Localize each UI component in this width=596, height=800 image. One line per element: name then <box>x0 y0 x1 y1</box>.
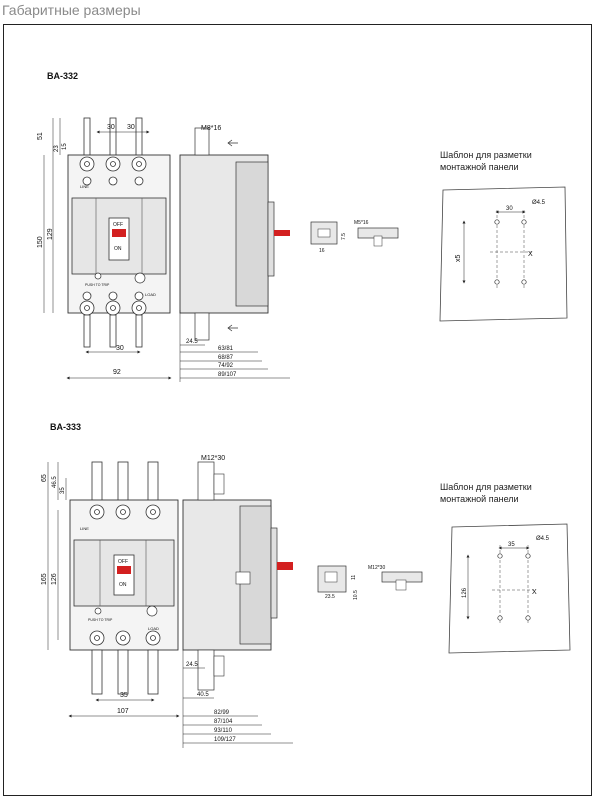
ba333-template-panel <box>448 523 571 654</box>
ba333-on-label: ON <box>119 582 127 588</box>
ba332-dim-width: 92 <box>113 369 121 376</box>
ba333-side-dims <box>182 650 293 748</box>
ba332-side-view <box>179 127 290 341</box>
ba333-template-w: 35 <box>508 542 515 548</box>
ba333-dim-46: 46.5 <box>52 476 58 488</box>
ba332-on-label: ON <box>114 246 122 252</box>
ba332-detail-dim-a: 7.5 <box>341 233 347 240</box>
model-title-ba332: BA-332 <box>47 71 78 81</box>
ba332-template-panel <box>439 186 568 322</box>
ba332-side-dim-2: 68/87 <box>218 355 234 361</box>
ba332-dim-pitch: 30 <box>116 345 124 352</box>
ba332-template-x: X <box>528 251 533 258</box>
ba333-mount-detail <box>317 565 423 593</box>
ba333-front-view: LINE OFF ON PUSH TO TRIP LOAD <box>69 461 179 695</box>
ba332-load-label: LOAD <box>145 292 156 297</box>
ba332-line-label: LINE <box>80 184 89 189</box>
ba333-line-label: LINE <box>80 526 89 531</box>
ba333-detail-bolt: M12*30 <box>368 565 385 571</box>
ba332-template-w: 30 <box>506 206 513 212</box>
page-title: Габаритные размеры <box>2 2 141 18</box>
model-title-ba333: BA-333 <box>50 422 81 432</box>
ba333-push-label: PUSH TO TRIP <box>88 618 113 622</box>
ba333-off-label: OFF <box>118 559 128 565</box>
ba332-detail-dim-b: 16 <box>319 248 325 254</box>
ba332-template-h: х5 <box>455 255 462 263</box>
ba332-dim-top-1: 30 <box>107 124 115 131</box>
ba332-detail-bolt: M5*16 <box>354 220 369 226</box>
ba332-dim-top-2: 30 <box>127 124 135 131</box>
ba333-side-dim-0: 24.5 <box>186 662 198 668</box>
ba333-load-label: LOAD <box>148 626 159 631</box>
ba333-dim-65: 65 <box>41 474 48 482</box>
ba332-push-label: PUSH TO TRIP <box>85 283 110 287</box>
ba332-front-view: LINE OFF ON PUSH TO TRIP LOAD <box>67 117 171 348</box>
ba332-side-dim-0: 24.5 <box>186 339 198 345</box>
ba333-side-dim-3: 87/104 <box>214 719 233 725</box>
ba332-side-dims <box>179 310 290 382</box>
ba332-side-dim-1: 63/81 <box>218 346 234 352</box>
ba333-side-dim-2: 82/99 <box>214 710 230 716</box>
ba333-dim-35: 35 <box>60 487 66 494</box>
ba332-template-title-1: Шаблон для разметки <box>440 150 532 160</box>
ba332-dim-51: 51 <box>37 132 44 140</box>
ba333-front-dims <box>47 462 180 718</box>
drawing-frame <box>3 24 592 796</box>
ba333-side-dim-4: 93/110 <box>214 728 233 734</box>
ba332-off-label: OFF <box>113 222 123 228</box>
ba332-front-dims <box>43 118 172 380</box>
ba333-dim-126: 126 <box>51 573 58 585</box>
ba333-side-dim-1: 40.5 <box>197 692 209 698</box>
ba332-mount-detail <box>310 221 399 247</box>
ba333-detail-dim-a: 11 <box>351 575 357 580</box>
ba332-dim-23: 23 <box>54 145 60 152</box>
ba333-dim-width: 107 <box>117 708 129 715</box>
ba332-dim-150: 150 <box>37 236 44 248</box>
ba332-template-title-2: монтажной панели <box>440 162 519 172</box>
ba333-dim-165: 165 <box>41 573 48 585</box>
ba332-side-dim-3: 74/92 <box>218 363 234 369</box>
ba333-detail-dim-c: 10.5 <box>353 590 359 600</box>
ba332-bolt-label: M8*16 <box>201 125 221 132</box>
ba332-dim-15: 15 <box>62 143 68 150</box>
ba333-side-dim-5: 109/127 <box>214 737 236 743</box>
ba333-template-dia: Ø4.5 <box>536 536 550 542</box>
ba332-template-dia: Ø4.5 <box>532 200 546 206</box>
ba333-template-title-2: монтажной панели <box>440 494 519 504</box>
ba333-dim-pitch: 35 <box>120 692 128 699</box>
ba333-template-h: 126 <box>462 587 468 598</box>
ba333-bolt-label: M12*30 <box>201 455 225 462</box>
ba333-detail-dim-b: 23.5 <box>325 594 335 600</box>
ba332-dim-129: 129 <box>47 228 54 240</box>
ba333-template-x: X <box>532 589 537 596</box>
ba332-side-dim-4: 89/107 <box>218 372 237 378</box>
ba333-template-title-1: Шаблон для разметки <box>440 482 532 492</box>
ba333-side-view <box>182 461 293 691</box>
